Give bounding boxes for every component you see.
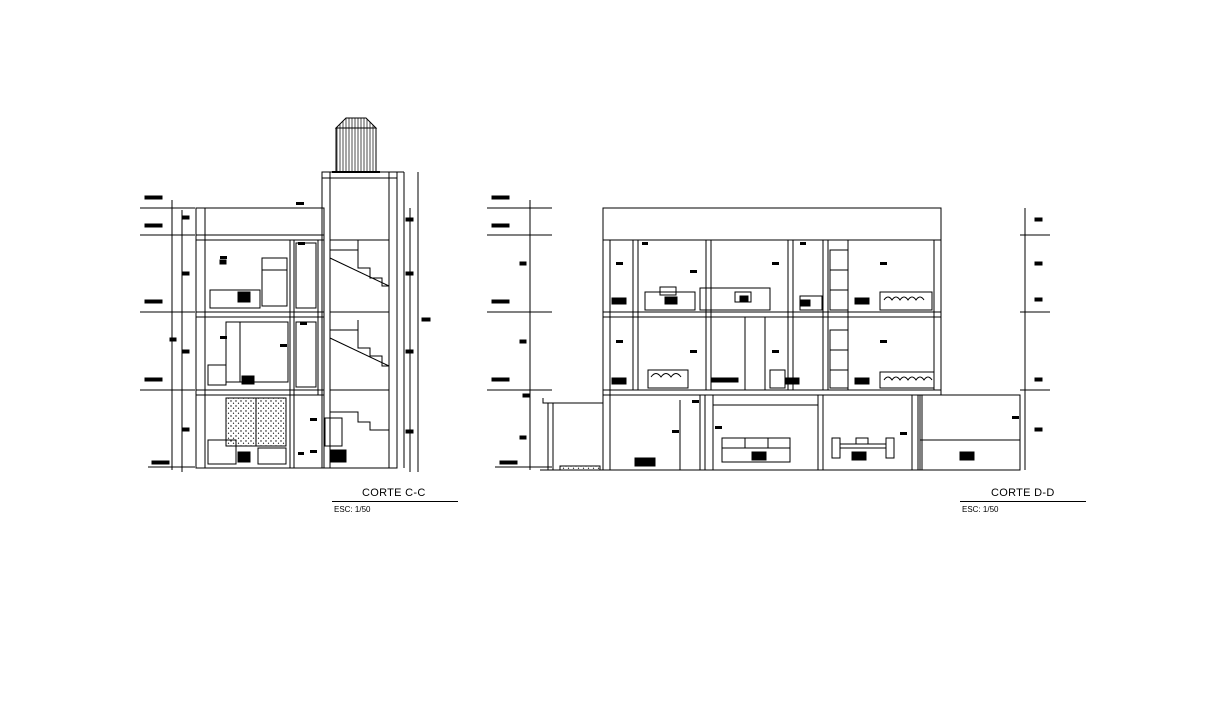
ground-floor-dd xyxy=(540,394,1021,471)
dimension-tags-dd xyxy=(616,242,1019,435)
section-title-d-d: CORTE D-D xyxy=(991,487,1055,499)
room-furniture-cc xyxy=(207,257,289,465)
section-c-c-drawing xyxy=(140,117,431,472)
water-tank-cc xyxy=(332,117,380,173)
dimension-tags-cc xyxy=(220,202,317,455)
level-markers-left-dd xyxy=(487,195,552,470)
section-scale-c-c: ESC: 1/50 xyxy=(334,505,371,514)
section-d-d-drawing xyxy=(487,195,1050,471)
room-furniture-dd xyxy=(611,249,935,389)
dimension-line-right-cc xyxy=(405,172,431,472)
section-scale-d-d: ESC: 1/50 xyxy=(962,505,999,514)
building-outline-cc xyxy=(195,207,325,469)
building-outline-dd xyxy=(602,207,942,396)
stair-tower-cc xyxy=(321,171,405,469)
dimension-line-right-dd xyxy=(1020,208,1050,470)
section-title-c-c: CORTE C-C xyxy=(362,487,426,499)
level-markers-left-cc xyxy=(140,195,195,472)
section-title-rule-d-d xyxy=(960,501,1086,502)
section-title-rule-c-c xyxy=(332,501,458,502)
